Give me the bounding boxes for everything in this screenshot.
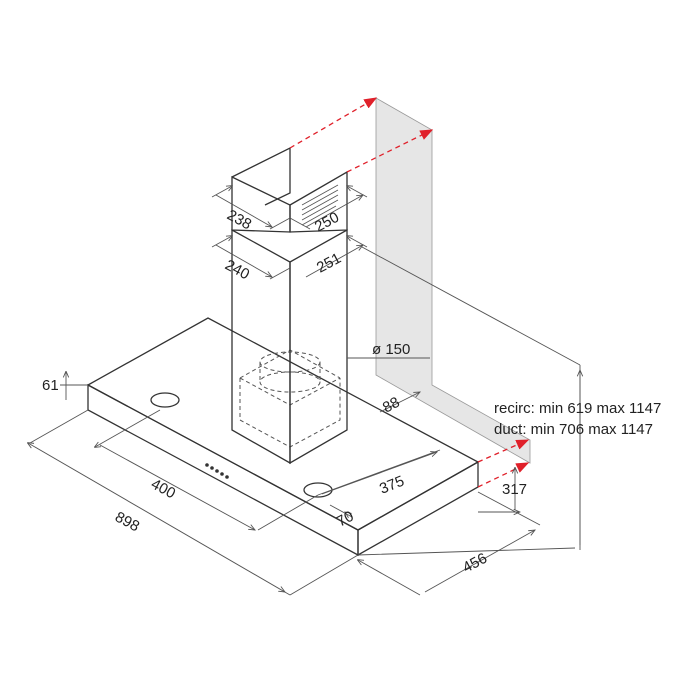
dimension-lines [28, 186, 580, 595]
dim-375: 375 [377, 473, 407, 498]
dim-88: 88 [380, 394, 403, 417]
dim-400: 400 [148, 476, 178, 503]
dim-240: 240 [222, 257, 252, 284]
dim-238: 238 [224, 207, 254, 234]
arrow-upper-left [289, 97, 378, 149]
dim-317: 317 [502, 481, 527, 498]
control-buttons [205, 463, 229, 479]
dim-456: 456 [460, 550, 490, 577]
dim-898: 898 [112, 509, 142, 536]
dim-70: 70 [334, 508, 357, 531]
dim-diameter: ø 150 [372, 341, 410, 358]
arrow-upper-right [346, 129, 434, 173]
height-recirc: recirc: min 619 max 1147 [494, 400, 661, 417]
arrow-lower-top [477, 439, 530, 463]
vent-grille [301, 184, 339, 226]
filter-left [150, 392, 180, 408]
dim-61: 61 [42, 377, 59, 394]
dim-251: 251 [314, 250, 344, 277]
height-duct: duct: min 706 max 1147 [494, 421, 653, 438]
